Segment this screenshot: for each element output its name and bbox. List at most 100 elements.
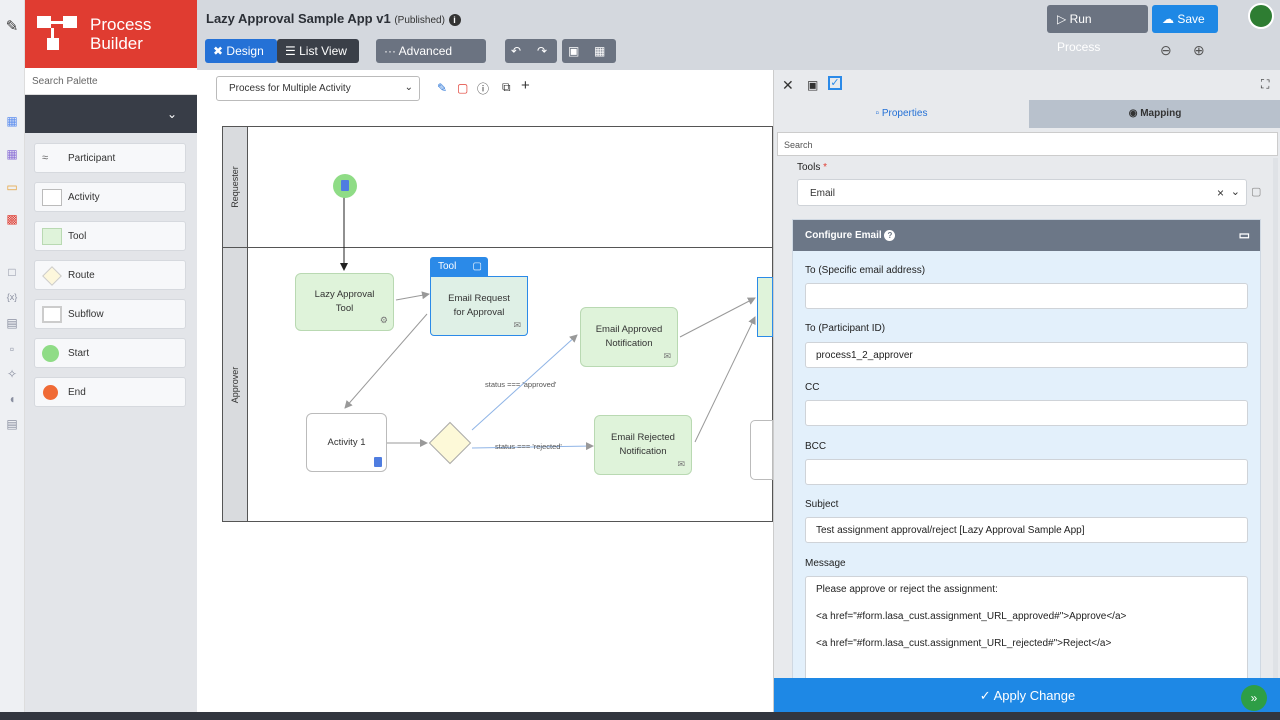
node-email-approved[interactable]: Email Approved Notification ✉ bbox=[580, 307, 678, 367]
palette-item-label: Route bbox=[68, 270, 95, 281]
edit-process-icon[interactable]: ✎ bbox=[437, 81, 448, 95]
delete-process-icon[interactable]: ▢ bbox=[457, 81, 469, 95]
bcc-input[interactable] bbox=[805, 459, 1248, 485]
zoom-in-icon[interactable]: ⊕ bbox=[1193, 42, 1205, 58]
palette-item-label: Participant bbox=[68, 153, 116, 164]
palette-item-route[interactable]: Route bbox=[34, 260, 186, 290]
start-node[interactable] bbox=[333, 174, 357, 198]
paste-button[interactable]: ▦ bbox=[588, 39, 616, 63]
list-icon: ☰ bbox=[285, 44, 296, 58]
variable-icon[interactable]: {x} bbox=[6, 292, 18, 302]
mail-icon: ✉ bbox=[513, 320, 521, 330]
trash-icon[interactable]: ▢ bbox=[472, 261, 482, 272]
monitor-icon[interactable]: ▭ bbox=[6, 180, 18, 194]
process-info-icon[interactable]: ⓘ bbox=[477, 82, 490, 96]
flow-connectors bbox=[340, 195, 756, 451]
palette: Search Palette ⌄ ≈ Participant Activity … bbox=[25, 68, 197, 720]
info-icon[interactable]: i bbox=[448, 14, 461, 26]
panel-tabs: ▫ Properties ◉ Mapping bbox=[774, 100, 1280, 128]
close-icon[interactable]: ✕ bbox=[782, 77, 794, 93]
palette-search-input[interactable]: Search Palette bbox=[25, 68, 197, 95]
checkbox-icon[interactable]: ✓ bbox=[828, 76, 842, 90]
panel-toolbar: ✕ ▣ ✓ ⛶ bbox=[774, 70, 1280, 100]
cloud-upload-icon: ☁ bbox=[1162, 12, 1174, 26]
brand-header: Process Builder bbox=[25, 0, 197, 68]
save-button[interactable]: ☁ Save bbox=[1152, 5, 1218, 33]
document-icon[interactable]: ▦ bbox=[6, 114, 18, 128]
section-header: Configure Email ? ▭ bbox=[793, 220, 1260, 251]
node-partial-end[interactable] bbox=[750, 420, 773, 480]
undo-button[interactable]: ↶ bbox=[505, 39, 531, 63]
list-view-button[interactable]: ☰ List View bbox=[277, 39, 359, 63]
table-icon[interactable]: ▦ bbox=[6, 147, 18, 161]
node-activity-1[interactable]: Activity 1 bbox=[306, 413, 387, 472]
zoom-out-icon[interactable]: ⊖ bbox=[1160, 42, 1172, 58]
run-process-button[interactable]: ▷ Run Process bbox=[1047, 5, 1148, 54]
subject-input[interactable]: Test assignment approval/reject [Lazy Ap… bbox=[805, 517, 1248, 543]
fast-forward-icon[interactable]: » bbox=[1241, 685, 1267, 711]
form-icon[interactable]: □ bbox=[8, 265, 16, 279]
process-canvas[interactable]: Process for Multiple Activity ⌄ ✎ ▢ ⓘ ⧉ … bbox=[197, 70, 773, 720]
dashboard-icon[interactable]: ◖ bbox=[8, 392, 16, 406]
app-title: Lazy Approval Sample App v1 (Published) … bbox=[206, 11, 461, 26]
message-textarea[interactable]: Please approve or reject the assignment:… bbox=[805, 576, 1248, 678]
field-label: To (Specific email address) bbox=[805, 265, 926, 276]
field-label: BCC bbox=[805, 441, 827, 452]
cc-input[interactable] bbox=[805, 400, 1248, 426]
tool-icon bbox=[42, 228, 62, 245]
lane-approver[interactable]: Approver bbox=[222, 247, 773, 522]
palette-item-tool[interactable]: Tool bbox=[34, 221, 186, 251]
duplicate-process-icon[interactable]: ⧉ bbox=[502, 80, 511, 94]
form-icon bbox=[341, 180, 349, 191]
image-icon[interactable]: ▤ bbox=[6, 316, 18, 330]
palette-item-activity[interactable]: Activity bbox=[34, 182, 186, 212]
panel-search-input[interactable]: Search bbox=[777, 132, 1278, 156]
node-email-rejected[interactable]: Email Rejected Notification ✉ bbox=[594, 415, 692, 475]
tool-tab[interactable]: Tool ▢ bbox=[430, 257, 488, 276]
edit-icon[interactable]: ✎ bbox=[5, 18, 19, 35]
palette-item-label: Tool bbox=[68, 231, 87, 242]
tools-select[interactable]: Email × ⌄ bbox=[797, 179, 1247, 206]
design-button[interactable]: ✖ Design bbox=[205, 39, 277, 63]
user-avatar[interactable] bbox=[1248, 3, 1274, 29]
eye-icon: ◉ bbox=[1128, 108, 1138, 119]
palette-item-subflow[interactable]: Subflow bbox=[34, 299, 186, 329]
clear-icon[interactable]: × bbox=[1216, 186, 1224, 200]
notes-icon[interactable]: ▤ bbox=[6, 417, 18, 431]
file-icon[interactable]: ▫ bbox=[9, 342, 15, 356]
redo-button[interactable]: ↷ bbox=[531, 39, 557, 63]
brand-title-line2: Builder bbox=[90, 34, 143, 53]
palette-item-participant[interactable]: ≈ Participant bbox=[34, 143, 186, 173]
tab-properties[interactable]: ▫ Properties bbox=[774, 100, 1029, 128]
advanced-tools-button[interactable]: ··· Advanced Tools bbox=[376, 39, 486, 82]
save-icon[interactable]: ▣ bbox=[807, 78, 819, 92]
panel-scroll-area[interactable]: Tools * Email × ⌄ ▢ Configure Email ? ▭ … bbox=[774, 158, 1280, 678]
node-lazy-approval-tool[interactable]: Lazy Approval Tool ⚙ bbox=[295, 273, 394, 331]
mail-icon: ✉ bbox=[677, 459, 685, 469]
node-email-request[interactable]: Email Request for Approval ✉ bbox=[430, 276, 528, 336]
palette-item-end[interactable]: End bbox=[34, 377, 186, 407]
chevron-down-icon[interactable]: ⌄ bbox=[1230, 186, 1240, 198]
palette-category-select[interactable]: ⌄ bbox=[25, 95, 197, 133]
node-partial-tool[interactable] bbox=[757, 277, 773, 337]
to-email-input[interactable] bbox=[805, 283, 1248, 309]
scrollbar[interactable] bbox=[1273, 158, 1278, 678]
process-select[interactable]: Process for Multiple Activity ⌄ bbox=[216, 76, 420, 101]
lane-label: Approver bbox=[223, 248, 248, 521]
trash-icon[interactable]: ▢ bbox=[1251, 186, 1262, 198]
gear-icon: ⚙ bbox=[379, 315, 388, 325]
add-process-icon[interactable]: + bbox=[521, 77, 530, 94]
process-icon[interactable]: ▩ bbox=[6, 212, 18, 226]
palette-item-start[interactable]: Start bbox=[34, 338, 186, 368]
tab-mapping[interactable]: ◉ Mapping bbox=[1029, 100, 1280, 128]
expand-icon[interactable]: ⛶ bbox=[1261, 77, 1270, 91]
folder-icon[interactable]: ▭ bbox=[1238, 228, 1250, 242]
copy-button[interactable]: ▣ bbox=[562, 39, 588, 63]
bottom-status-bar bbox=[0, 712, 1280, 720]
to-participant-input[interactable]: process1_2_approver bbox=[805, 342, 1248, 368]
participant-icon: ≈ bbox=[42, 152, 49, 164]
help-icon[interactable]: ? bbox=[884, 230, 896, 241]
plugin-icon[interactable]: ✧ bbox=[6, 367, 18, 381]
field-label: CC bbox=[805, 382, 820, 393]
message-label: Message bbox=[805, 558, 846, 569]
